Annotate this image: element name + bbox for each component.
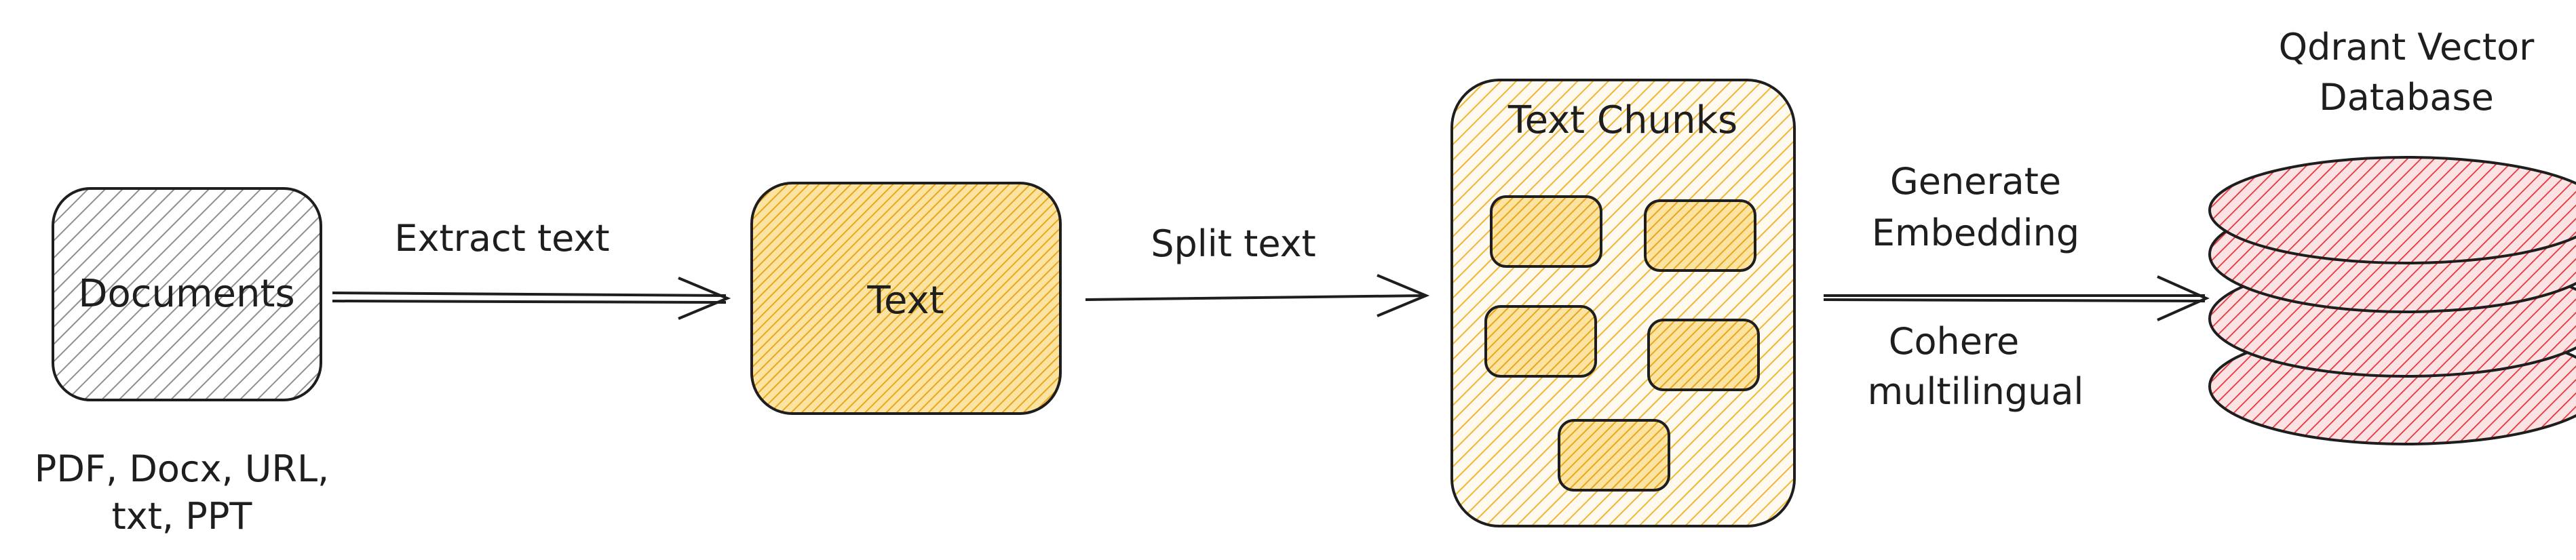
embedding-arrow — [1823, 275, 2210, 321]
extract-text-arrow — [332, 277, 731, 320]
text-chunk — [1647, 319, 1760, 391]
text-chunk — [1644, 199, 1756, 272]
text-chunks-node: Text Chunks — [1450, 79, 1796, 527]
documents-node: Documents — [52, 187, 322, 401]
text-chunk — [1558, 419, 1670, 492]
documents-box — [52, 187, 322, 401]
generate-embedding-label-line2: Embedding — [1872, 212, 2079, 254]
database-disk — [2208, 156, 2576, 264]
documents-sublabel-line1: PDF, Docx, URL, — [35, 447, 329, 490]
documents-label: Documents — [78, 272, 294, 316]
text-box — [750, 182, 1062, 415]
text-chunks-label: Text Chunks — [1507, 98, 1737, 142]
split-text-label: Split text — [1151, 222, 1315, 265]
database-label-line2: Database — [2319, 76, 2494, 119]
text-label: Text — [866, 279, 944, 323]
text-chunks-container — [1450, 79, 1796, 527]
cohere-label-line2: multilingual — [1868, 370, 2084, 413]
text-node: Text — [750, 182, 1062, 415]
split-text-arrow — [1085, 274, 1430, 317]
documents-sublabel-line2: txt, PPT — [112, 495, 253, 538]
text-chunk — [1484, 305, 1597, 378]
database-label-line1: Qdrant Vector — [2279, 26, 2535, 68]
text-chunk — [1490, 195, 1602, 268]
extract-text-label: Extract text — [394, 217, 609, 260]
qdrant-database-node — [2208, 156, 2576, 445]
cohere-label-line1: Cohere — [1889, 320, 2019, 363]
generate-embedding-label-line1: Generate — [1890, 160, 2061, 203]
